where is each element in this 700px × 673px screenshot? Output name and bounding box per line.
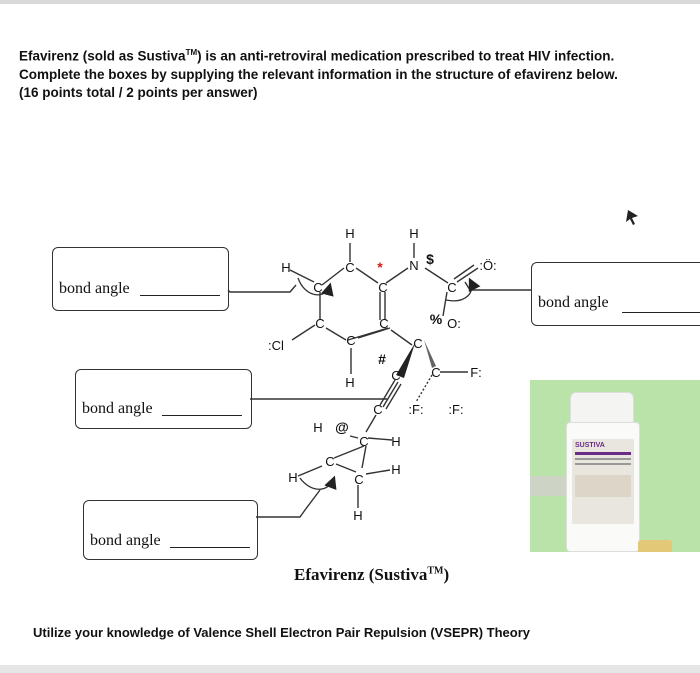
bottle-brand: SUSTIVA	[575, 442, 605, 449]
top-border	[0, 0, 700, 4]
atom-label: C	[346, 333, 355, 348]
bottle-tag	[638, 540, 672, 552]
atom-label: C	[391, 368, 400, 383]
atom-label: C	[345, 260, 354, 275]
marker-percent: %	[430, 311, 443, 327]
bottle-label-stripe	[575, 458, 631, 460]
atom-label: F:	[470, 365, 482, 380]
atom-label: :F:	[448, 402, 463, 417]
answer-blank[interactable]	[622, 312, 700, 313]
sustiva-bottle-image: SUSTIVA	[530, 380, 700, 552]
bottle-label-stripe	[575, 452, 631, 455]
answer-box-1[interactable]: bond angle	[52, 247, 229, 311]
atom-label: H	[353, 508, 362, 523]
atom-label: H	[288, 470, 297, 485]
bottle-label-stripe	[575, 475, 631, 497]
atom-label: C	[359, 434, 368, 449]
answer-blank[interactable]	[170, 547, 250, 548]
bottle-label: SUSTIVA	[572, 439, 634, 524]
atom-label: H	[409, 226, 418, 241]
pointer-arrow-4	[464, 281, 532, 291]
instructions-line-3: (16 points total / 2 points per answer)	[19, 84, 258, 100]
marker-hash: #	[378, 351, 386, 367]
atom-label: C	[315, 316, 324, 331]
bottle-cap	[570, 392, 634, 424]
answer-blank[interactable]	[140, 295, 220, 296]
atom-label: H	[391, 462, 400, 477]
atom-label: :F:	[408, 402, 423, 417]
bottle-side-label	[530, 476, 566, 496]
answer-box-4[interactable]: bond angle	[531, 262, 700, 326]
answer-box-label: bond angle	[59, 280, 130, 297]
atom-label: C	[447, 280, 456, 295]
answer-box-label: bond angle	[82, 400, 153, 417]
bottle-body: SUSTIVA	[566, 422, 640, 552]
atom-label: H	[345, 226, 354, 241]
atom-label: C	[373, 402, 382, 417]
marker-star: *	[377, 259, 383, 275]
answer-blank[interactable]	[162, 415, 242, 416]
atom-label: C	[354, 472, 363, 487]
answer-box-3[interactable]: bond angle	[83, 500, 258, 560]
instructions-line-2: Complete the boxes by supplying the rele…	[19, 66, 618, 82]
atom-label: H	[281, 260, 290, 275]
atom-label: :Ö:	[479, 258, 496, 273]
marker-dollar: $	[426, 251, 434, 267]
bottle-label-stripe	[575, 463, 631, 465]
atom-label: C	[378, 280, 387, 295]
atom-label: C	[379, 316, 388, 331]
atom-label: O:	[447, 316, 461, 331]
cursor-icon	[626, 210, 638, 225]
answer-box-2[interactable]: bond angle	[75, 369, 252, 429]
bottom-border	[0, 665, 700, 673]
atom-label: C	[325, 454, 334, 469]
atom-label: N	[409, 258, 418, 273]
instructions: Efavirenz (sold as SustivaTM) is an anti…	[19, 44, 659, 102]
pointer-arrow-3	[256, 489, 321, 518]
atom-label: C	[313, 280, 322, 295]
marker-at: @	[335, 419, 349, 435]
molecule-caption: Efavirenz (SustivaTM)	[294, 565, 450, 584]
pointer-arrow-1	[227, 284, 297, 293]
instructions-line-1: Efavirenz (sold as SustivaTM) is an anti…	[19, 48, 615, 64]
atom-label: C	[431, 365, 440, 380]
footer-instruction: Utilize your knowledge of Valence Shell …	[33, 625, 531, 640]
atom-label: H	[391, 434, 400, 449]
atom-label: :Cl	[268, 338, 284, 353]
atom-label: C	[413, 336, 422, 351]
answer-box-label: bond angle	[90, 532, 161, 549]
atom-label: H	[313, 420, 322, 435]
atom-label: H	[345, 375, 354, 390]
answer-box-label: bond angle	[538, 294, 609, 311]
